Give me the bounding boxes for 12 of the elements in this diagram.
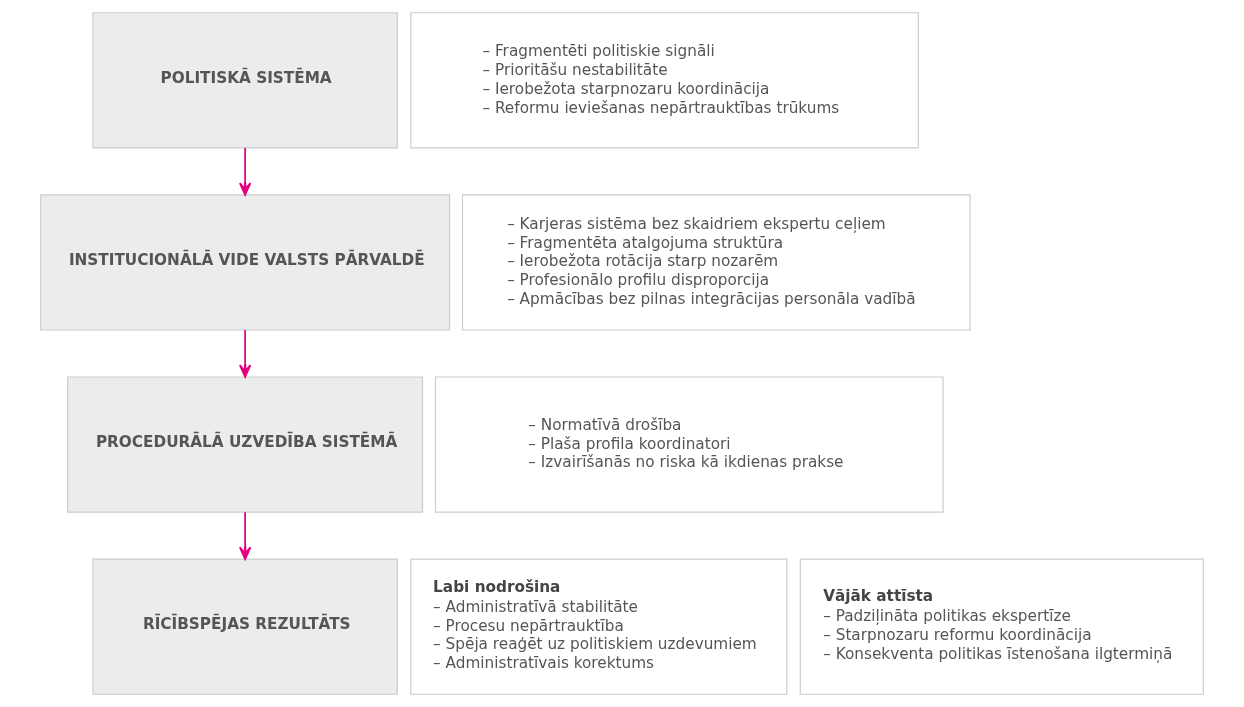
arrow — [238, 511, 252, 560]
arrow — [238, 329, 252, 378]
node-box: – Fragmentēti politiskie signāli – Prioritāšu nestabilitāte – Ierobežota starpnozaru koordinācija – Reformu ieviešanas nepārtrauktības trūkums — [410, 12, 919, 149]
node-box: Labi nodrošina – Administratīvā stabilitāte – Procesu nepārtrauktība – Spēja reaģēt uz politiskiem uzdevumiem – Administratīvais korektums — [410, 558, 788, 695]
node-box: INSTITUCIONĀLĀ VIDE VALSTS PĀRVALDĒ — [40, 194, 451, 331]
node-box: Vājāk attīsta – Padziļināta politikas ekspertīze – Starpnozaru reformu koordinācija – Konsekventa politikas īstenošana ilgtermiņā — [799, 558, 1204, 695]
arrow — [238, 147, 252, 196]
node-box: POLITISKĀ SISTĒMA — [92, 12, 398, 149]
node-box: PROCEDURĀLĀ UZVEDĪBA SISTĒMĀ — [67, 376, 424, 513]
node-box: – Normatīvā drošība – Plaša profila koordinatori – Izvairīšanās no riska kā ikdienas prakse — [434, 376, 944, 513]
node-box: – Karjeras sistēma bez skaidriem ekspertu ceļiem – Fragmentēta atalgojuma struktūra – Ierobežota rotācija starp nozarēm – Profesionālo profilu disproporcija – Apmācības bez pilnas integrācijas personāla vadībā — [461, 194, 971, 331]
node-box: RĪCĪBSPĒJAS REZULTĀTS — [92, 558, 398, 695]
